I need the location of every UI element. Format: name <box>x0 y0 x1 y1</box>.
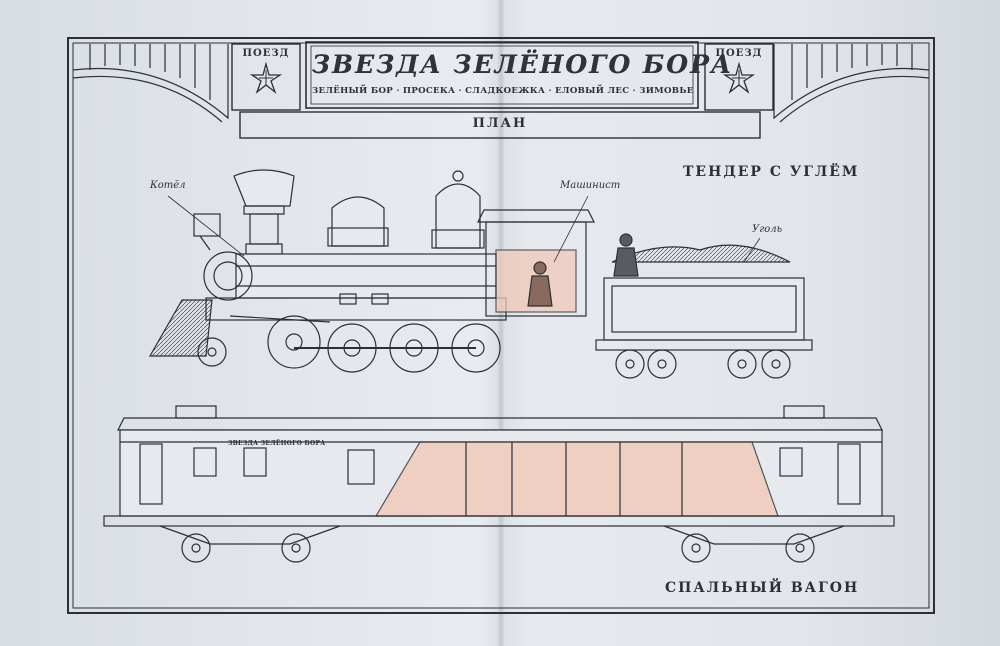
title-plate <box>305 41 699 109</box>
canopy-right <box>773 44 930 123</box>
engineer-label: Машинист <box>560 180 621 191</box>
badge-left-label: ПОЕЗД <box>242 48 290 59</box>
sleeping-car <box>103 405 895 563</box>
badge-right-box <box>704 43 774 111</box>
sleeping-car-heading: СПАЛЬНЫЙ ВАГОН <box>665 580 860 596</box>
coal-label: Уголь <box>752 224 783 235</box>
star-icon-right <box>722 61 756 94</box>
locomotive <box>148 169 595 373</box>
badge-left-box <box>231 43 301 111</box>
tender-heading: ТЕНДЕР С УГЛЁМ <box>683 164 860 180</box>
canopy-left <box>72 44 229 123</box>
badge-right-label: ПОЕЗД <box>715 48 763 59</box>
car-name-plate: ЗВЕЗДА ЗЕЛЁНОГО БОРА <box>228 440 326 447</box>
plan-label: ПЛАН <box>472 116 528 131</box>
station-list: ЗЕЛЁНЫЙ БОР · ПРОСЕКА · СЛАДКОЕЖКА · ЕЛО… <box>312 86 694 96</box>
boiler-label: Котёл <box>150 180 186 191</box>
star-icon-left <box>249 61 283 94</box>
coal-tender <box>595 233 813 379</box>
book-spine <box>497 0 505 646</box>
page-frame <box>67 37 935 614</box>
page-title: ЗВЕЗДА ЗЕЛЁНОГО БОРА <box>312 50 734 79</box>
plan-bar <box>239 111 761 139</box>
callout-lines <box>167 195 761 263</box>
